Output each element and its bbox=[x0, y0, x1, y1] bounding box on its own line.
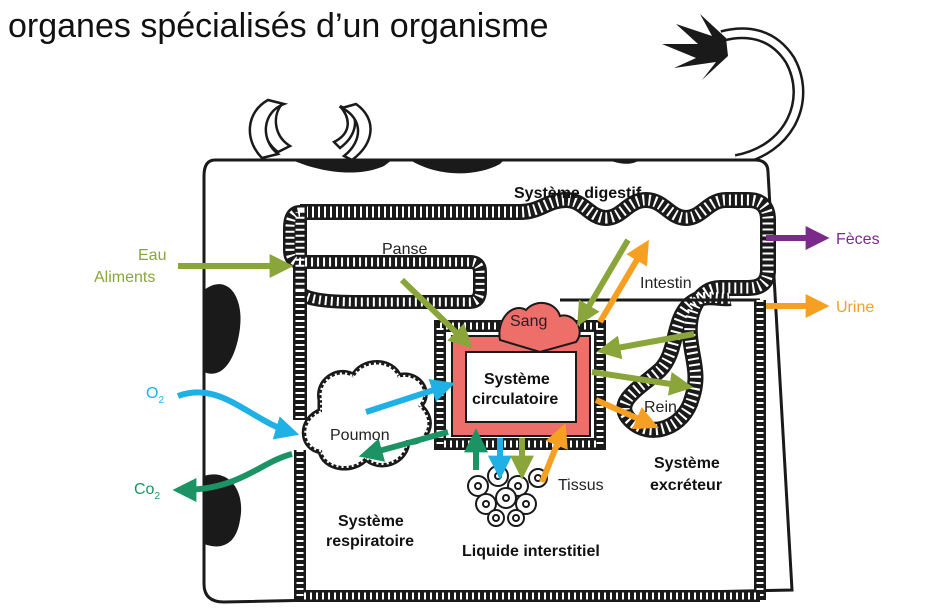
arrow-intestin-blood-1 bbox=[577, 238, 631, 327]
arrow-co2-out bbox=[172, 451, 293, 502]
arrow-blood-intestin bbox=[597, 239, 649, 324]
lung bbox=[301, 360, 432, 471]
label-circ-1: Système bbox=[484, 371, 550, 388]
arrow-panse-blood bbox=[399, 277, 473, 349]
label-tissus: Tissus bbox=[558, 477, 604, 494]
arrow-blood-lung bbox=[358, 429, 449, 462]
label-urine: Urine bbox=[836, 299, 874, 316]
label-panse: Panse bbox=[382, 241, 427, 258]
cow-tail bbox=[662, 14, 805, 166]
tissue-cells bbox=[467, 465, 548, 527]
bottom-wall bbox=[294, 450, 760, 602]
arrow-o2-in bbox=[176, 389, 300, 440]
arrows bbox=[172, 226, 830, 502]
label-excr-2: excréteur bbox=[650, 477, 722, 494]
label-eau: Eau bbox=[138, 247, 166, 264]
label-resp-2: respiratoire bbox=[326, 533, 414, 550]
label-interstitiel: Liquide interstitiel bbox=[462, 543, 600, 560]
digestive-tract bbox=[283, 191, 776, 438]
labels: Système digestif Panse Intestin Sang Sys… bbox=[326, 185, 722, 560]
circulatory-system bbox=[434, 301, 606, 450]
io-labels: Eau Aliments O2 Co2 Fèces Urine bbox=[94, 231, 880, 502]
label-rein: Rein bbox=[644, 399, 677, 416]
arrow-intestin-blood-2 bbox=[596, 331, 695, 360]
arrow-lung-blood bbox=[365, 379, 456, 415]
arrow-blood-rein bbox=[591, 369, 694, 396]
page-title: organes spécialisés d’un organisme bbox=[8, 7, 549, 45]
label-co2: Co2 bbox=[134, 481, 160, 502]
label-feces: Fèces bbox=[836, 231, 880, 248]
label-intestin: Intestin bbox=[640, 275, 692, 292]
label-digestive: Système digestif bbox=[514, 185, 642, 202]
arrow-tissue-blood-orange bbox=[539, 423, 568, 484]
cow-horns bbox=[248, 98, 372, 162]
label-resp-1: Système bbox=[338, 513, 404, 530]
arrow-blood-rein-orange bbox=[594, 397, 659, 430]
label-aliments: Aliments bbox=[94, 269, 155, 286]
label-sang: Sang bbox=[510, 313, 547, 330]
label-circ-2: circulatoire bbox=[472, 391, 558, 408]
label-o2: O2 bbox=[146, 385, 164, 406]
label-poumon: Poumon bbox=[330, 427, 390, 444]
label-excr-1: Système bbox=[654, 455, 720, 472]
